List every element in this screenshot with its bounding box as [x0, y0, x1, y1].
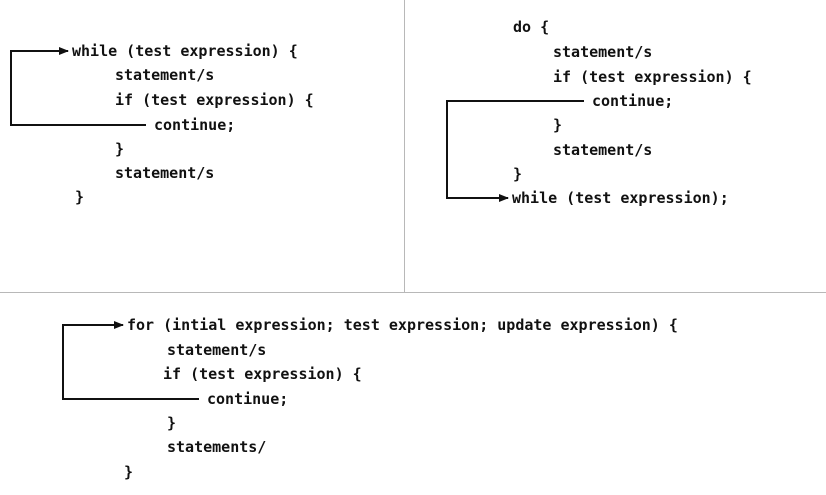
- for-continue-arrow: [62, 321, 199, 400]
- for-line-if-close: }: [167, 414, 177, 432]
- for-line-close: }: [124, 463, 134, 481]
- while-continue-arrow: [10, 47, 146, 126]
- do-line-close: }: [513, 165, 523, 183]
- horizontal-divider: [0, 292, 826, 293]
- for-line-if: if (test expression) {: [163, 365, 362, 383]
- for-line-header: for (intial expression; test expression;…: [127, 316, 678, 334]
- while-line-statement-after: statement/s: [115, 164, 215, 182]
- while-line-continue: continue;: [154, 116, 236, 134]
- while-line-if-close: }: [115, 140, 125, 158]
- for-line-continue: continue;: [207, 390, 289, 408]
- do-line-continue: continue;: [592, 92, 674, 110]
- while-line-if: if (test expression) {: [115, 91, 314, 109]
- do-line-if-close: }: [553, 116, 563, 134]
- do-line-header: do {: [513, 18, 550, 36]
- for-line-statements: statements/: [167, 438, 267, 456]
- do-line-statement-after: statement/s: [553, 141, 653, 159]
- do-line-if: if (test expression) {: [553, 68, 752, 86]
- while-line-header: while (test expression) {: [72, 42, 298, 60]
- while-line-close: }: [75, 188, 85, 206]
- vertical-divider: [404, 0, 405, 292]
- do-line-while: while (test expression);: [512, 189, 729, 207]
- for-line-statement: statement/s: [167, 341, 267, 359]
- while-line-statement: statement/s: [115, 66, 215, 84]
- do-line-statement: statement/s: [553, 43, 653, 61]
